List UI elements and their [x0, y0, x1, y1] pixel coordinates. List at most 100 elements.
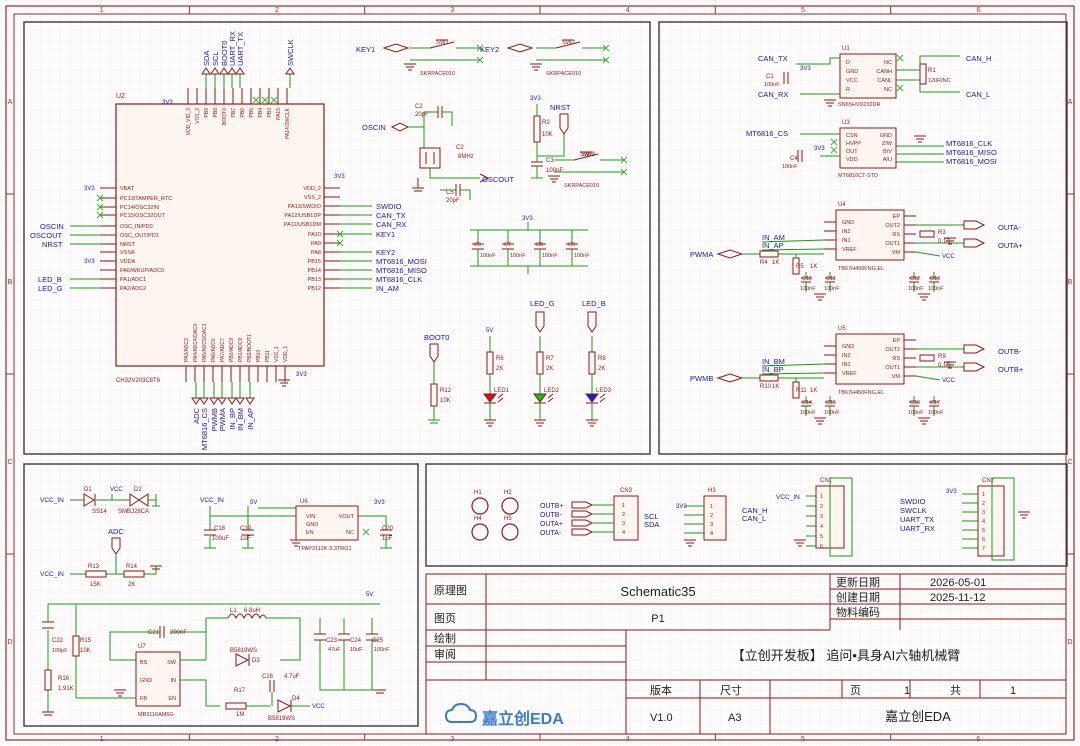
mcu-pin-name: NRST [120, 242, 136, 248]
ic-pin-name: FB [140, 696, 147, 702]
c18-value: 100uF [212, 536, 229, 542]
ic-pin-name: VIN [306, 514, 315, 520]
d2-ref: D2 [134, 487, 142, 493]
ic-pin-name: BS [140, 660, 148, 666]
net-port [217, 397, 227, 405]
c23-value: 47uF [328, 647, 341, 653]
ic-pin-name: IN [171, 678, 177, 684]
net-port [587, 311, 597, 333]
mcu-pin-name: VDD_VID_3 [186, 108, 192, 135]
ic-pin-name: VOUT [339, 514, 355, 520]
ground-symbol [814, 417, 826, 425]
mcu-pin-name: PC15/OSC32OUT [120, 213, 166, 219]
mt6816-mosi-label: MT6816_MOSI [946, 157, 997, 166]
mount-hole-ref: H2 [504, 490, 512, 496]
cap-value: 100nF [800, 286, 816, 292]
net-label: OSCOUT [30, 231, 63, 240]
button-ref: SW1 [436, 40, 450, 46]
connector-net: OUTB- [540, 512, 562, 519]
net-port [191, 397, 201, 405]
ground-symbol [534, 419, 546, 427]
connector-net: OUTA- [540, 530, 562, 537]
ic-pin-name: OUT2 [885, 347, 900, 353]
ic-pin-name: VREF [842, 247, 857, 253]
led-net: LED_G [530, 299, 555, 308]
label-version: 版本 [650, 683, 672, 697]
c26-value: 4.7uF [284, 674, 300, 680]
led-symbol [483, 393, 497, 403]
net-wire [915, 251, 941, 257]
cap-ref: C6 [474, 242, 481, 248]
net-wire [761, 363, 825, 367]
col-number: 2 [275, 736, 279, 743]
mcu-pin-name: PA12/USB1DP [284, 213, 321, 219]
col-number: 1 [100, 736, 104, 743]
c4-value: 100nF [782, 164, 798, 170]
net-label: KEY1 [376, 230, 395, 239]
connector-net: CAN_L [742, 514, 766, 523]
switch-symbol [429, 39, 455, 49]
driver-u5: U5TB67H450FNG,ELGNDIN2IN1VREFEPOUT2RSOUT… [690, 326, 1024, 425]
l1-value: 6.8uH [244, 608, 260, 614]
ground-symbol [114, 689, 126, 697]
ic-pin-name: SW [167, 660, 177, 666]
net-label: NRST [42, 240, 63, 249]
connector-pin-num: 3 [622, 521, 625, 527]
button-ref: SW3 [580, 152, 594, 158]
r17-value: 1M [236, 712, 244, 718]
net-wire [915, 375, 941, 381]
r17-ref: R17 [234, 688, 246, 694]
net-wire [761, 372, 825, 375]
net-port [382, 43, 410, 53]
ground-symbol [944, 361, 956, 369]
ic-pin-name: EP [893, 214, 901, 220]
r12-value: 10K [440, 398, 451, 404]
connector-pin-num: 4 [710, 531, 713, 537]
net-port [199, 397, 209, 405]
u3-ref: U3 [842, 120, 850, 126]
out-m-label: OUTB- [998, 347, 1022, 356]
connector-body [613, 495, 639, 541]
ic-pin-name: OUT2 [885, 223, 900, 229]
ic-pin-name: HVPP [846, 141, 861, 147]
ic-pin-name: NC [884, 60, 892, 66]
pwm-label: PWMB [690, 374, 713, 383]
mt6816-clk-label: MT6816_CLK [946, 139, 992, 148]
connector-net: UART_RX [900, 524, 935, 533]
no-connect-mark [96, 194, 104, 202]
u1-ref: U1 [842, 46, 850, 52]
net-label: MT6816_MISO [376, 266, 427, 275]
r2-ref: R2 [542, 120, 550, 126]
c19-value: 1uF [240, 536, 251, 542]
connector-pin-num: 2 [710, 513, 713, 519]
r14-ref: R14 [126, 564, 138, 570]
ic-pin-name: NC [346, 530, 354, 536]
connector-net: SCL [644, 512, 659, 521]
update-date: 2026-05-01 [930, 577, 986, 589]
connector-pin-num: 5 [982, 528, 985, 534]
connector-body [703, 495, 727, 541]
connector-pin-num: 4 [982, 519, 985, 525]
c1-value: 100nF [764, 82, 780, 88]
ic-pin-name: GND [880, 133, 892, 139]
ic-pin-name: B/V [883, 149, 892, 155]
mcu-3v3-bottom: 3V3 [296, 372, 307, 378]
d1-part: SS14 [92, 509, 107, 515]
cap-ref: C15 [826, 400, 836, 406]
mcu-pin-name: PA10 [308, 232, 321, 238]
block-connectors [425, 463, 1068, 567]
c20-value: 1uF [382, 536, 393, 542]
r14-value: 2K [128, 582, 135, 588]
can-h-label: CAN_H [966, 54, 991, 63]
vcc-label: VCC [942, 378, 955, 384]
ldo-5v: 5V [250, 500, 257, 506]
ground-symbol [918, 293, 930, 301]
mcu-pin-name: BOOT0 [222, 108, 228, 125]
label-drawing: 原理图 [434, 584, 467, 597]
cap-ref: C9 [568, 242, 575, 248]
r13-ref: R13 [88, 564, 100, 570]
ic-pin-name: OUT [846, 149, 858, 155]
no-connect-mark [96, 211, 104, 219]
no-connect-mark [96, 203, 104, 211]
